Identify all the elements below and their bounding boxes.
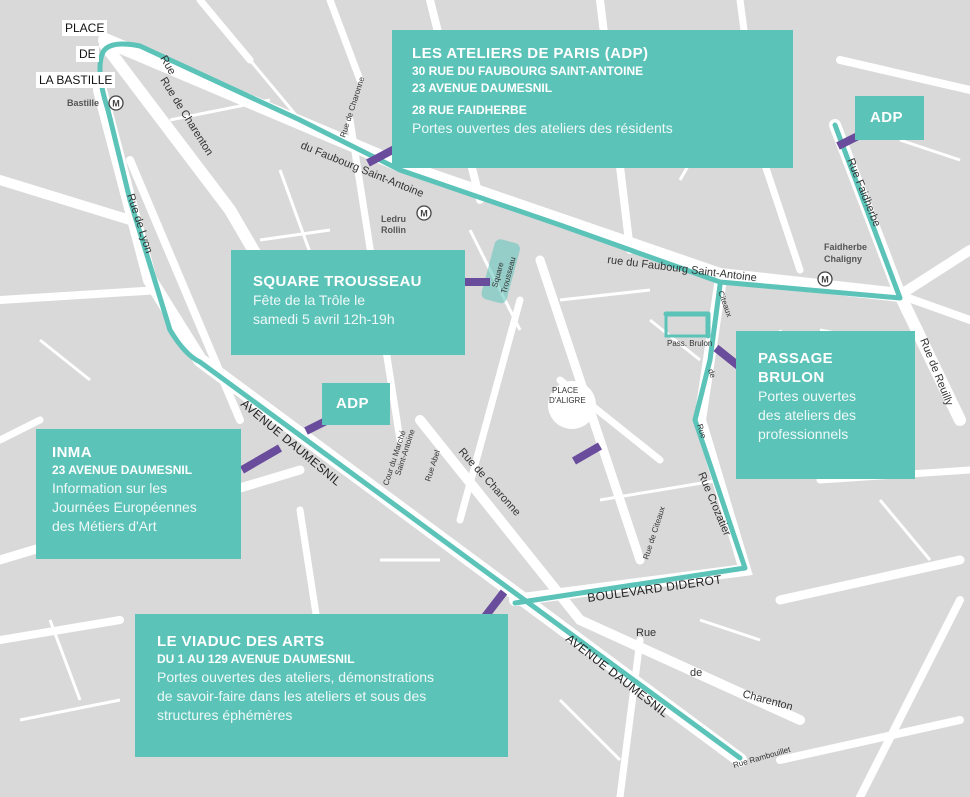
- inma-box: INMA 23 AVENUE DAUMESNIL Information sur…: [36, 429, 241, 559]
- box-description: Portes ouvertes des ateliers des résiden…: [412, 120, 673, 136]
- square-trousseau-park: [481, 239, 520, 304]
- box-description: des Métiers d'Art: [52, 518, 157, 534]
- adp-main-box: LES ATELIERS DE PARIS (ADP) 30 RUE DU FA…: [392, 30, 793, 168]
- box-description: Journées Européennes: [52, 499, 197, 515]
- box-address: 28 RUE FAIDHERBE: [412, 103, 527, 117]
- street-label: D'ALIGRE: [549, 396, 586, 405]
- box-title: LE VIADUC DES ARTS: [157, 633, 325, 650]
- place-label: LA BASTILLE: [36, 72, 116, 88]
- box-description: Portes ouvertes des ateliers, démonstrat…: [157, 669, 435, 685]
- box-description: de savoir-faire dans les ateliers et sou…: [157, 688, 427, 704]
- box-title: BRULON: [758, 369, 825, 386]
- box-description: structures éphémères: [157, 707, 293, 723]
- metro-ledru-rollin: M Ledru Rollin: [381, 205, 432, 235]
- passage-brulon-box: PASSAGE BRULON Portes ouvertes des ateli…: [736, 331, 915, 479]
- metro-label: Chaligny: [824, 254, 862, 264]
- svg-text:M: M: [420, 209, 428, 219]
- adp-faidherbe-box: ADP: [855, 96, 924, 140]
- box-description: samedi 5 avril 12h-19h: [253, 311, 395, 327]
- box-address: 30 RUE DU FAUBOURG SAINT-ANTOINE: [412, 64, 644, 78]
- street-label: Rue: [695, 423, 708, 440]
- box-title: ADP: [870, 109, 903, 126]
- box-title: INMA: [52, 444, 92, 461]
- street-label: de: [706, 368, 717, 380]
- box-title: ADP: [336, 395, 369, 412]
- marker-aligre: [572, 442, 602, 465]
- marker-inma: [239, 444, 283, 474]
- metro-icon: [108, 95, 124, 111]
- metro-icon: [817, 271, 833, 287]
- metro-faidherbe: M Faidherbe Chaligny: [817, 242, 867, 287]
- street-label: PLACE: [552, 386, 578, 395]
- box-description: des ateliers des: [758, 407, 857, 423]
- box-address: 23 AVENUE DAUMESNIL: [412, 81, 553, 95]
- box-description: Portes ouvertes: [758, 388, 857, 404]
- box-description: Fête de la Trôle le: [253, 292, 366, 308]
- box-address: 23 AVENUE DAUMESNIL: [52, 463, 193, 477]
- street-label: Rue: [636, 627, 656, 639]
- adp-daumesnil-box: ADP: [322, 383, 390, 425]
- box-title: LES ATELIERS DE PARIS (ADP): [412, 45, 649, 62]
- box-address: DU 1 AU 129 AVENUE DAUMESNIL: [157, 652, 355, 666]
- place-aligre-circle: [548, 381, 596, 429]
- metro-label: Faidherbe: [824, 242, 867, 252]
- viaduc-des-arts-box: LE VIADUC DES ARTS DU 1 AU 129 AVENUE DA…: [135, 614, 508, 757]
- svg-text:M: M: [112, 99, 120, 109]
- metro-label: Rollin: [381, 225, 406, 235]
- square-trousseau-box: SQUARE TROUSSEAU Fête de la Trôle le sam…: [231, 250, 465, 355]
- box-description: Information sur les: [52, 480, 168, 496]
- metro-label: Bastille: [67, 98, 99, 108]
- metro-bastille: M Bastille: [67, 95, 124, 111]
- walking-route: [97, 41, 903, 761]
- box-title: PASSAGE: [758, 350, 834, 367]
- svg-text:M: M: [821, 275, 829, 285]
- street-label: de: [690, 667, 702, 679]
- metro-icon: [416, 205, 432, 221]
- metro-label: Ledru: [381, 214, 406, 224]
- place-label: PLACE: [62, 20, 108, 36]
- box-description: professionnels: [758, 426, 849, 442]
- street-label: Pass. Brulon: [667, 339, 712, 348]
- box-title: SQUARE TROUSSEAU: [253, 273, 422, 290]
- place-label: DE: [76, 46, 99, 62]
